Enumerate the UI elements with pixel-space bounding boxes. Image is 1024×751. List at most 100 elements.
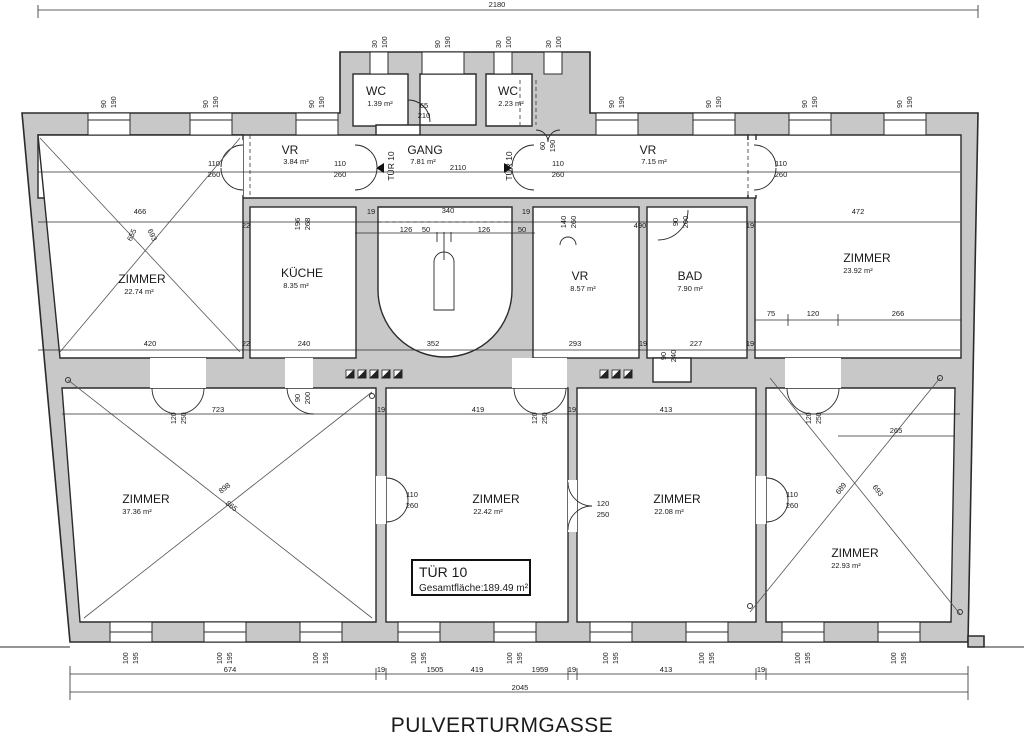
room-zimmer-6: ZIMMER [831,546,879,560]
room-labels: WC 1.39 m² WC 2.23 m² GANG 7.81 m² VR 3.… [118,84,891,570]
room-zimmer-5-area: 22.08 m² [654,507,684,516]
dim-1959: 1959 [532,665,549,674]
svg-text:100: 100 [123,652,130,664]
dim-22b: 22 [242,339,250,348]
svg-text:100: 100 [507,652,514,664]
dim-75: 75 [767,309,775,318]
interior-dim-lines [38,171,961,437]
dim-19g: 19 [746,339,754,348]
dim-190s: 190 [548,140,557,153]
dim-227: 227 [690,339,703,348]
room-wc-right-area: 2.23 m² [498,99,524,108]
dim-19c: 19 [757,665,765,674]
dim-19j: 19 [568,405,576,414]
room-vr-left: VR [282,143,299,157]
svg-text:110: 110 [552,159,564,168]
dim-723: 723 [212,405,225,414]
dim-674: 674 [224,665,237,674]
dim-419b: 419 [472,405,485,414]
svg-text:260: 260 [334,170,347,179]
svg-text:190: 190 [319,96,326,108]
dim-120: 120 [807,309,820,318]
dim-19h: 19 [746,221,754,230]
dim-240b: 240 [669,350,678,363]
dim-50b: 50 [518,225,526,234]
top-total-dim: 2180 [489,0,506,9]
svg-text:120: 120 [532,412,539,424]
svg-text:100: 100 [411,652,418,664]
svg-text:195: 195 [613,652,620,664]
dim-413: 413 [660,665,673,674]
dim-293: 293 [569,339,582,348]
svg-text:195: 195 [133,652,140,664]
svg-text:250: 250 [542,412,549,424]
svg-text:110: 110 [334,159,346,168]
room-zimmer-1-area: 22.74 m² [124,287,154,296]
doors [150,99,841,532]
dim-240: 240 [298,339,311,348]
svg-text:190: 190 [812,96,819,108]
dashed-lines [249,80,749,198]
svg-text:90: 90 [309,100,316,108]
svg-text:110: 110 [406,490,418,499]
svg-text:195: 195 [709,652,716,664]
room-kueche-area: 8.35 m² [283,281,309,290]
window-dims: 90 190 90 190 90 190 90 190 90 190 90 19… [101,36,914,664]
svg-text:100: 100 [382,36,389,48]
dim-413b: 413 [660,405,673,414]
room-zimmer-4: ZIMMER [472,492,520,506]
svg-text:30: 30 [372,40,379,48]
room-zimmer-3: ZIMMER [122,492,170,506]
room-zimmer-6-area: 22.93 m² [831,561,861,570]
dim-22a: 22 [242,221,250,230]
room-wc-left-area: 1.39 m² [367,99,393,108]
svg-text:100: 100 [603,652,610,664]
dim-352: 352 [427,339,440,348]
dim-419: 419 [471,665,484,674]
room-zimmer-1: ZIMMER [118,272,166,286]
svg-text:90: 90 [897,100,904,108]
total-area-value: 189.49 m² [483,583,529,594]
room-zimmer-3-area: 37.36 m² [122,507,152,516]
svg-text:190: 190 [716,96,723,108]
room-gang-area: 7.81 m² [410,157,436,166]
svg-text:190: 190 [445,36,452,48]
svg-text:260: 260 [208,170,221,179]
dim-200c: 200 [303,392,312,405]
svg-text:100: 100 [217,652,224,664]
dim-19i: 19 [377,405,385,414]
svg-text:90: 90 [101,100,108,108]
svg-text:90: 90 [609,100,616,108]
svg-text:195: 195 [901,652,908,664]
bottom-dimensions: 674 19 1505 419 1959 19 413 19 2045 [69,665,969,700]
diagonals [39,137,963,619]
room-bad: BAD [678,269,703,283]
svg-text:195: 195 [323,652,330,664]
svg-text:110: 110 [775,159,787,168]
dim-19b: 19 [568,665,576,674]
dim-200a: 200 [681,216,690,229]
svg-text:100: 100 [506,36,513,48]
dim-1505: 1505 [427,665,444,674]
dim-65: 65 [420,101,428,110]
dim-140: 140 [559,216,568,229]
svg-text:260: 260 [406,501,419,510]
dim-260s: 260 [569,216,578,229]
svg-text:195: 195 [421,652,428,664]
room-kueche: KÜCHE [281,266,323,280]
dim-196: 196 [293,218,302,231]
dim-126b: 126 [478,225,491,234]
svg-text:100: 100 [699,652,706,664]
dim-60: 60 [538,142,547,150]
svg-text:260: 260 [786,501,799,510]
dim-126a: 126 [400,225,413,234]
dim-19e: 19 [522,207,530,216]
dim-90a: 90 [671,218,680,226]
dim-90b: 90 [659,352,668,360]
dim-19a: 19 [377,665,385,674]
rooms [37,73,962,623]
dim-corridor: 2110 [450,163,466,172]
interior-dim-text: 2110 466 472 420 240 352 293 227 723 419… [125,101,904,513]
dim-19f: 19 [639,339,647,348]
